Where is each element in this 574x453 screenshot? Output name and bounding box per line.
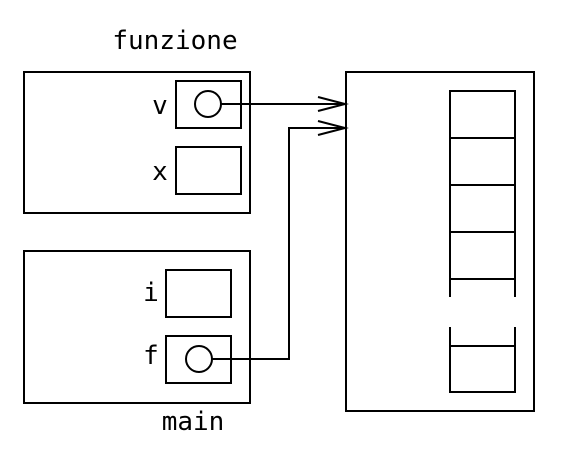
funzione-frame (23, 71, 251, 214)
array-lower-segment (449, 327, 516, 393)
array-cells (449, 90, 516, 393)
funzione-frame-title: funzione (112, 26, 237, 56)
var-x-cell (175, 146, 242, 195)
main-frame (23, 250, 251, 404)
var-i-cell (165, 269, 232, 318)
var-f-label: f (143, 341, 159, 371)
var-v-label: v (152, 91, 168, 121)
pointer-dot-f (185, 345, 213, 373)
pointer-arrow-v (221, 96, 349, 112)
heap-block (345, 71, 535, 412)
pointer-arrow-f (212, 120, 349, 360)
array-upper-segment (449, 90, 516, 297)
main-frame-title: main (162, 407, 225, 437)
var-x-label: x (152, 157, 168, 187)
pointer-dot-v (194, 90, 222, 118)
var-i-label: i (143, 278, 159, 308)
